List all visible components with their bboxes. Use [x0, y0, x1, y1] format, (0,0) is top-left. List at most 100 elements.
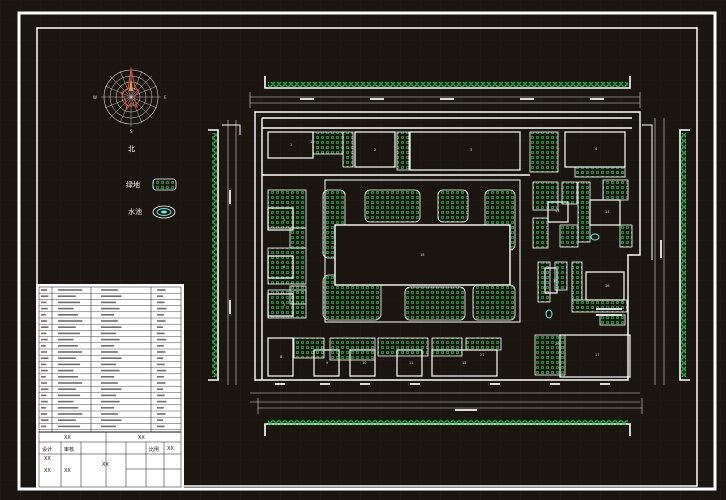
building-label: 21 [480, 353, 484, 357]
building-label: 18 [420, 253, 424, 257]
title-row1-scale-value: XX [167, 446, 174, 452]
green-space-label: 绿地 [126, 181, 140, 189]
legend-table-grid [38, 286, 182, 488]
title-row1-design: 设计 [42, 447, 53, 453]
title-header-left: XX [64, 435, 71, 441]
road-markings [275, 308, 622, 385]
table-cell-mark [157, 332, 165, 335]
table-cell-mark [101, 388, 122, 390]
table-cell-mark [157, 407, 164, 409]
table-cell-mark [157, 357, 163, 359]
table-cell-mark [101, 320, 118, 322]
site-ponds [545, 233, 600, 319]
table-cell-mark [157, 289, 166, 291]
table-cell-mark [101, 326, 122, 328]
table-cell-mark [157, 301, 165, 304]
table-cell-mark [41, 338, 48, 341]
table-cell-mark [58, 369, 74, 372]
table-cell-mark [41, 376, 46, 378]
table-cell-mark [58, 295, 76, 297]
title-row2-b: XX [64, 468, 71, 474]
table-cell-mark [41, 369, 48, 372]
table-cell-mark [101, 413, 118, 415]
table-cell-mark [58, 425, 81, 428]
table-cell-mark [41, 345, 46, 347]
building-label: 3 [470, 148, 472, 152]
table-cell-mark [41, 400, 48, 403]
table-cell-mark [157, 376, 164, 378]
table-cell-mark [101, 419, 122, 421]
table-cell-mark [41, 332, 47, 335]
table-cell-mark [157, 413, 166, 415]
building-label: 6 [283, 265, 285, 269]
table-cell-mark [101, 363, 117, 366]
table-cell-mark [58, 357, 76, 359]
title-center: XX [102, 462, 109, 468]
table-cell-mark [101, 357, 122, 359]
building-label: 1 [290, 143, 292, 147]
table-cell-mark [157, 394, 165, 397]
table-cell-mark [58, 394, 81, 397]
building-label: 14 [605, 210, 610, 214]
table-cell-mark [58, 351, 83, 353]
table-cell-mark [58, 338, 74, 341]
building-label: 15 [553, 279, 557, 283]
building-label: 11 [409, 361, 413, 365]
table-cell-mark [41, 301, 47, 304]
table-cell-mark [157, 326, 163, 328]
dimension-lines [227, 92, 665, 414]
svg-text:E: E [164, 95, 167, 100]
table-cell-mark [157, 388, 163, 390]
table-cell-mark [41, 407, 46, 409]
table-cell-mark [101, 376, 115, 378]
title-row2-a: XX [44, 456, 51, 462]
building-label: 20 [555, 342, 559, 346]
table-cell-mark [58, 345, 78, 347]
building-label: 10 [362, 361, 366, 365]
legend-table-panel: XX XX 设计 审核 比例 XX XX XX XX XX [36, 284, 184, 490]
east-buildings [532, 179, 633, 326]
west-buildings [267, 189, 307, 319]
table-cell-mark [157, 425, 165, 428]
compass-rose: W E S [93, 67, 167, 134]
building-label: 9 [326, 361, 328, 365]
table-cell-mark [58, 400, 74, 403]
building-label: 13 [555, 209, 559, 213]
title-row2-c: XX [44, 468, 51, 474]
building-label: 8 [280, 355, 282, 359]
table-cell-mark [58, 307, 74, 310]
table-cell-mark [41, 320, 48, 322]
table-cell-mark [41, 419, 49, 421]
table-cell-mark [157, 351, 166, 353]
title-row1-review: 审核 [64, 447, 75, 453]
table-cell-mark [58, 326, 76, 328]
table-cell-mark [101, 295, 122, 297]
table-cell-mark [157, 295, 163, 297]
table-cell-mark [157, 363, 165, 366]
inner-frame [36, 27, 698, 487]
building-label: 4 [595, 147, 598, 151]
table-cell-mark [41, 425, 47, 428]
central-gardens [322, 189, 516, 321]
legend-pond-swatch [152, 205, 176, 219]
table-cell-mark [58, 363, 81, 366]
table-cell-mark [101, 345, 115, 347]
table-cell-mark [58, 301, 81, 304]
table-cell-mark [41, 314, 46, 316]
building-label: 7 [283, 303, 285, 307]
table-cell-mark [58, 388, 76, 390]
table-cell-mark [41, 295, 49, 297]
table-cell-mark [58, 289, 83, 291]
table-cell-mark [157, 382, 166, 384]
table-cell-mark [157, 419, 163, 421]
table-cell-mark [41, 394, 47, 397]
table-cell-mark [41, 289, 48, 291]
north-label: 北 [128, 145, 135, 153]
table-cell-mark [157, 369, 167, 372]
legend-green-swatch [152, 178, 177, 191]
table-cell-mark [101, 332, 117, 335]
table-cell-mark [101, 301, 117, 304]
table-cell-mark [101, 382, 118, 384]
svg-text:S: S [130, 129, 133, 134]
table-cell-mark [157, 400, 167, 403]
